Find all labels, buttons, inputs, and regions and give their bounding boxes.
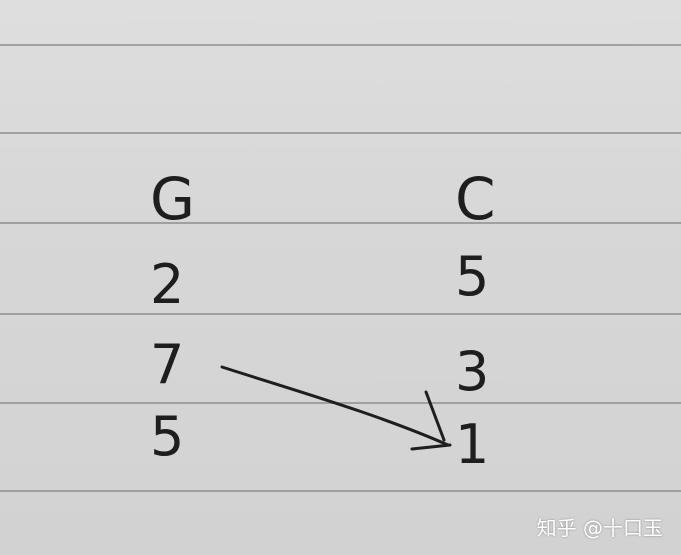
column-c-header: C: [455, 165, 496, 233]
ruled-line: [0, 490, 681, 492]
column-g-value: 2: [150, 253, 185, 316]
ruled-line: [0, 313, 681, 315]
column-g-value: 7: [150, 333, 185, 396]
column-g-header: G: [150, 165, 195, 233]
ruled-line: [0, 44, 681, 46]
column-c-value: 5: [455, 245, 490, 308]
column-c-value: 1: [455, 413, 490, 476]
ruled-line: [0, 222, 681, 224]
ruled-line: [0, 132, 681, 134]
column-g-value: 5: [150, 405, 185, 468]
watermark: 知乎 @十口玉: [536, 516, 663, 540]
column-c-value: 3: [455, 340, 490, 403]
ruled-line: [0, 402, 681, 404]
